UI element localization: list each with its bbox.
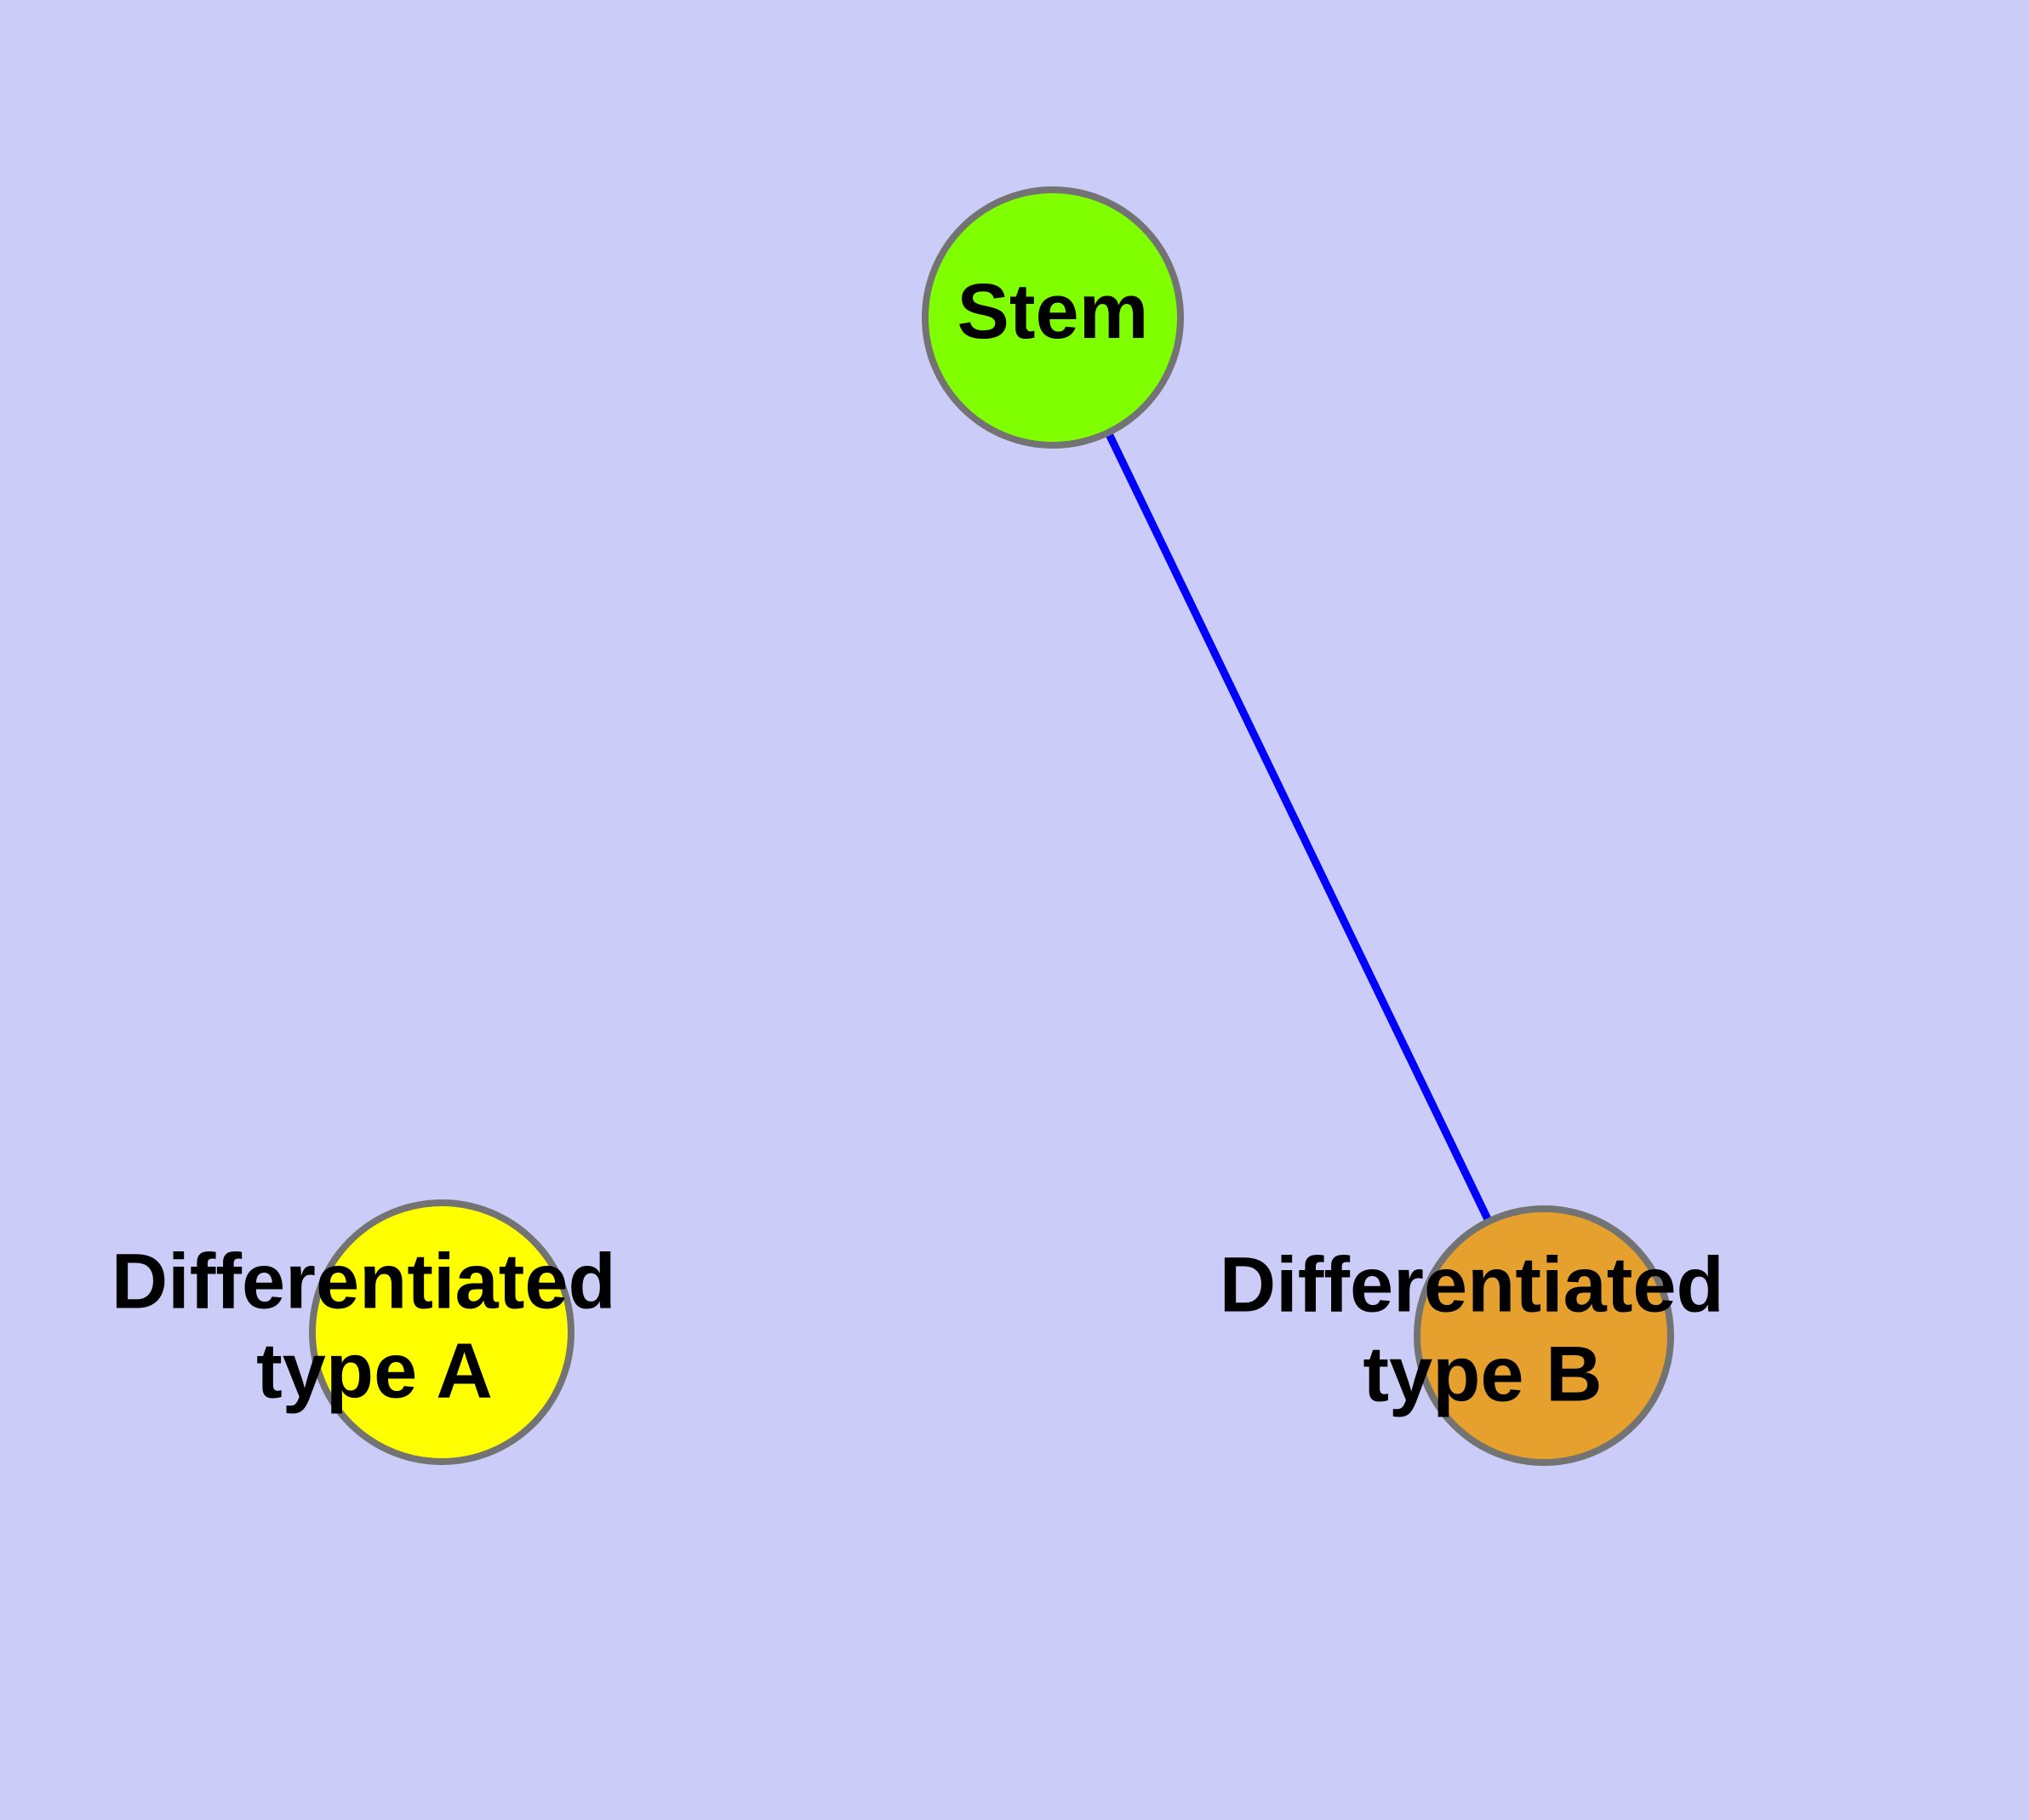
edge-stem-to-differentiated-type-b[interactable]: [1049, 316, 1548, 1337]
node-differentiated-type-a-label: Differentiated type A: [111, 1239, 638, 1415]
node-stem[interactable]: [922, 186, 1184, 449]
node-differentiated-type-a[interactable]: [309, 1199, 574, 1465]
node-differentiated-type-a-label-line-1: Differentiated: [111, 1239, 616, 1325]
edge-layer: [1049, 316, 1548, 1337]
node-differentiated-type-b-label-line-1: Differentiated: [1220, 1242, 1724, 1329]
node-differentiated-type-a-circle[interactable]: [309, 1199, 574, 1465]
node-differentiated-type-b-circle[interactable]: [1414, 1205, 1674, 1466]
node-differentiated-type-a-label-line-2: type A: [256, 1328, 493, 1415]
label-layer: Stem Differentiated type A Differentiate…: [111, 268, 1746, 1418]
node-differentiated-type-b[interactable]: [1414, 1205, 1674, 1466]
node-differentiated-type-b-label-line-2: type B: [1363, 1331, 1602, 1418]
node-differentiated-type-b-label: Differentiated type B: [1220, 1242, 1746, 1418]
node-stem-circle[interactable]: [922, 186, 1184, 449]
node-stem-label-line-1: Stem: [957, 268, 1149, 355]
node-stem-label: Stem: [957, 268, 1149, 355]
node-layer: [309, 186, 1674, 1466]
